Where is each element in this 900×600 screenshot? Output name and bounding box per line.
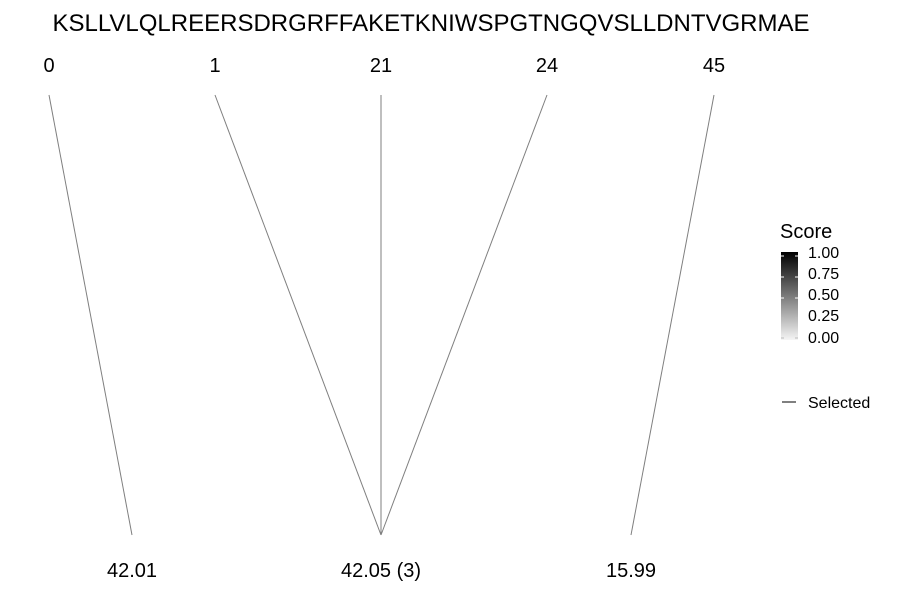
legend-item-selected: Selected [808, 395, 870, 412]
score-colorbar [781, 252, 798, 340]
connection-line-0 [48, 94, 133, 536]
top-label-1: 1 [209, 55, 220, 77]
legend-title: Score [780, 221, 832, 243]
bottom-label-1: 42.05 (3) [341, 560, 421, 582]
legend-tick-1: 0.75 [808, 266, 839, 283]
score-legend: Score 1.00 0.75 0.50 0.25 0.00 Selected [780, 221, 870, 412]
connection-line-4 [630, 94, 715, 536]
top-label-4: 45 [703, 55, 725, 77]
legend-tick-3: 0.25 [808, 308, 839, 325]
connection-lines [48, 94, 715, 536]
legend-tick-2: 0.50 [808, 287, 839, 304]
connection-line-1 [214, 94, 382, 536]
top-label-0: 0 [43, 55, 54, 77]
bottom-label-2: 15.99 [606, 560, 656, 582]
legend-tick-4: 0.00 [808, 330, 839, 347]
sequence-title: KSLLVLQLREERSDRGRFFAKETKNIWSPGTNGQVSLLDN… [52, 10, 809, 37]
top-label-2: 21 [370, 55, 392, 77]
bottom-label-0: 42.01 [107, 560, 157, 582]
legend-tick-0: 1.00 [808, 245, 839, 262]
top-label-3: 24 [536, 55, 558, 77]
connection-line-3 [380, 94, 548, 536]
